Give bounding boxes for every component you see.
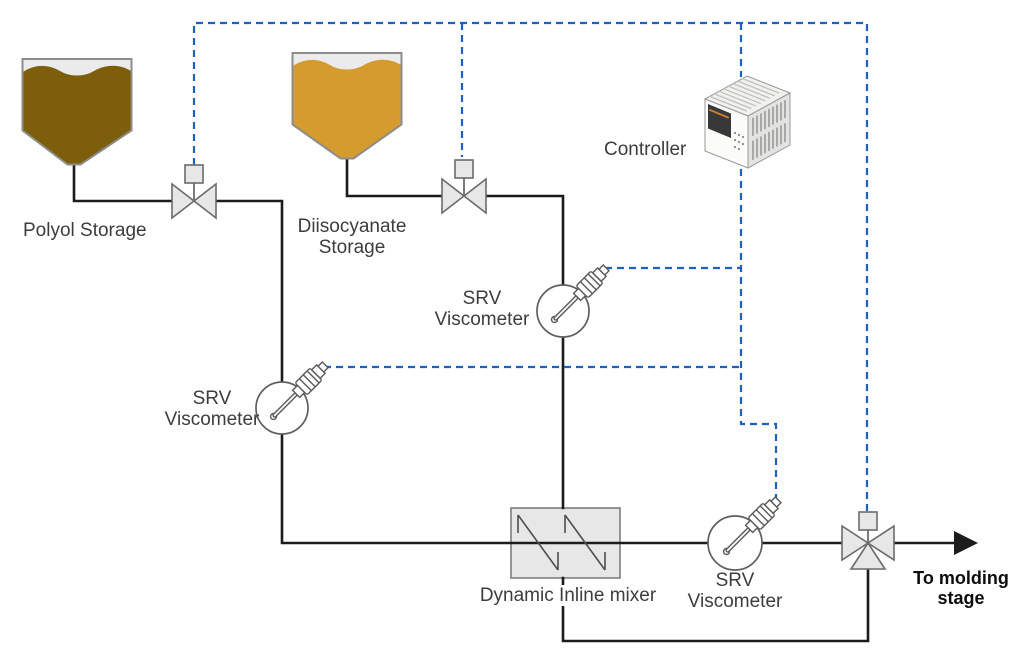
valve-body — [192, 182, 217, 220]
polyol-storage-label: Polyol Storage — [23, 220, 147, 241]
plc-side-vents-upper — [752, 100, 786, 136]
plc-side-face — [747, 92, 791, 169]
srv-viscometer-left-label: SRV Viscometer — [164, 388, 260, 430]
pipe-diisocyanate-main-line — [484, 194, 565, 510]
viscometer-probe-icon — [722, 496, 782, 556]
signal-controller-to-right-viscometer — [739, 169, 778, 501]
srv-viscometer-right-label: SRV Viscometer — [687, 570, 783, 612]
polyol-liquid — [23, 65, 131, 164]
controller-label: Controller — [604, 139, 687, 160]
tank-outline — [21, 58, 133, 166]
process-pipes — [72, 156, 958, 643]
plc-top-vents — [709, 77, 780, 112]
three-way-valve — [841, 511, 895, 570]
dynamic-inline-mixer-label: Dynamic Inline mixer — [477, 585, 659, 606]
pipe-diisocyanate-to-valve — [345, 156, 444, 198]
pipe-polyol-main-line — [214, 199, 844, 545]
controller-plc-image — [703, 75, 792, 169]
flow-arrow — [954, 531, 978, 555]
plc-panel-stripe — [709, 109, 729, 119]
mixer-zigzag-icon — [517, 514, 606, 571]
srv-viscometer-right-symbol — [707, 496, 782, 571]
control-valve-diisocyanate — [441, 159, 487, 215]
plc-side-vents-lower — [752, 123, 786, 160]
plc-terminal-dots — [733, 131, 745, 151]
valve-body — [866, 524, 895, 562]
control-signal-lines — [192, 21, 869, 512]
to-molding-stage-label: To molding stage — [913, 568, 1009, 608]
valve-actuator — [858, 511, 878, 531]
valve-body — [462, 177, 487, 215]
valve-body — [441, 177, 466, 215]
valve-body — [849, 541, 887, 570]
pipe-recycle-line — [561, 568, 870, 643]
polyol-storage-tank — [21, 58, 133, 166]
valve-body — [171, 182, 196, 220]
viscometer-probe-icon — [269, 361, 329, 421]
signal-top-bus — [192, 21, 869, 512]
pipe-polyol-to-valve — [72, 162, 174, 203]
srv-viscometer-middle-symbol — [536, 264, 610, 338]
viscometer-probe-icon — [550, 264, 610, 324]
srv-viscometer-left-symbol — [255, 361, 329, 435]
diisocyanate-liquid — [293, 59, 401, 158]
diisocyanate-storage-tank — [291, 52, 403, 160]
valve-actuator — [454, 159, 474, 179]
valve-actuator — [184, 164, 204, 184]
control-valve-polyol — [171, 164, 217, 220]
srv-viscometer-middle-label: SRV Viscometer — [434, 288, 530, 330]
diisocyanate-storage-label: Diisocyanate Storage — [297, 216, 407, 258]
valve-body — [841, 524, 870, 562]
tank-outline — [291, 52, 403, 160]
